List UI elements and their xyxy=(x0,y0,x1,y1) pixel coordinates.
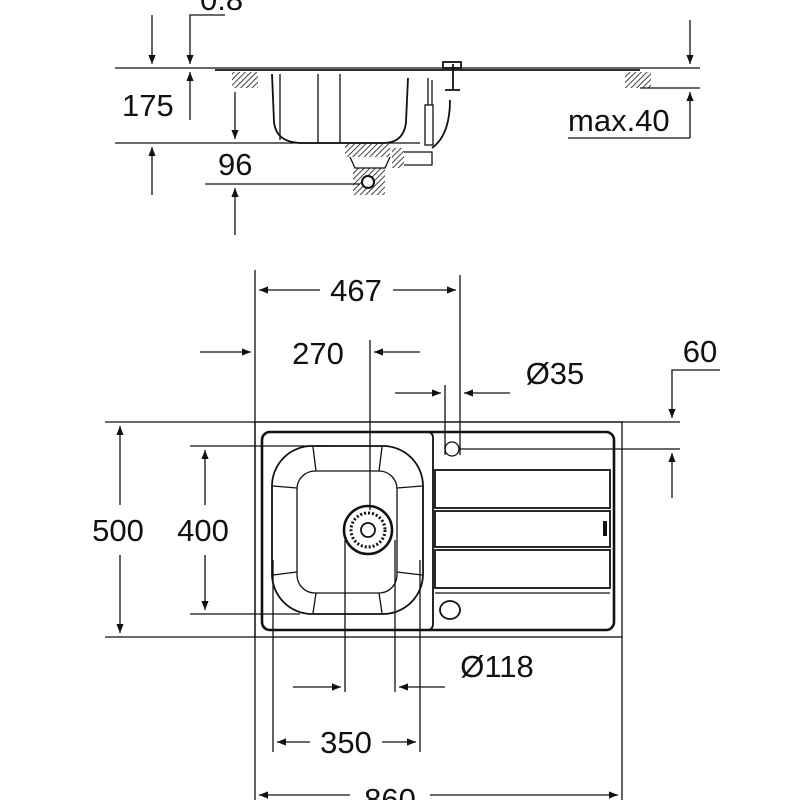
tap-hole-offset-label: 60 xyxy=(683,334,717,369)
overall-width-label: 860 xyxy=(364,782,416,800)
waste-body xyxy=(345,143,390,157)
bowl-area xyxy=(261,431,434,631)
bowl-inner xyxy=(296,470,398,594)
sink-outline xyxy=(254,421,623,638)
bowl-outer xyxy=(271,445,424,615)
bowl-depth-label: 175 xyxy=(122,88,174,123)
worktop-label: max.40 xyxy=(568,103,670,138)
waste-outlet xyxy=(361,175,375,189)
overall-depth-label: 500 xyxy=(92,513,144,548)
waste-offset-label: 96 xyxy=(218,147,252,182)
bowl-section-width-label: 467 xyxy=(330,273,382,308)
drainer-grooves xyxy=(434,469,611,594)
overflow-slot xyxy=(603,521,607,536)
bowl-center-offset-label: 270 xyxy=(292,336,344,371)
overflow-pipe xyxy=(424,104,434,146)
waste-diameter-label: Ø118 xyxy=(460,649,534,684)
bowl-profile xyxy=(271,73,409,144)
bowl-depth-label: 400 xyxy=(177,513,229,548)
worktop-section-left xyxy=(232,72,258,88)
side-view: 0.8 175 96 max.40 xyxy=(115,0,700,235)
tap-hole xyxy=(444,441,460,457)
overflow-plug xyxy=(439,600,461,620)
tap-connection xyxy=(431,64,460,149)
tap-hole-label: Ø35 xyxy=(526,356,585,391)
waste-drain xyxy=(342,504,394,556)
bowl-width-label: 350 xyxy=(320,725,372,760)
worktop-section-right xyxy=(625,72,651,88)
plan-view: 467 270 Ø35 60 500 400 Ø118 350 860 xyxy=(92,270,720,800)
thickness-label: 0.8 xyxy=(200,0,243,17)
